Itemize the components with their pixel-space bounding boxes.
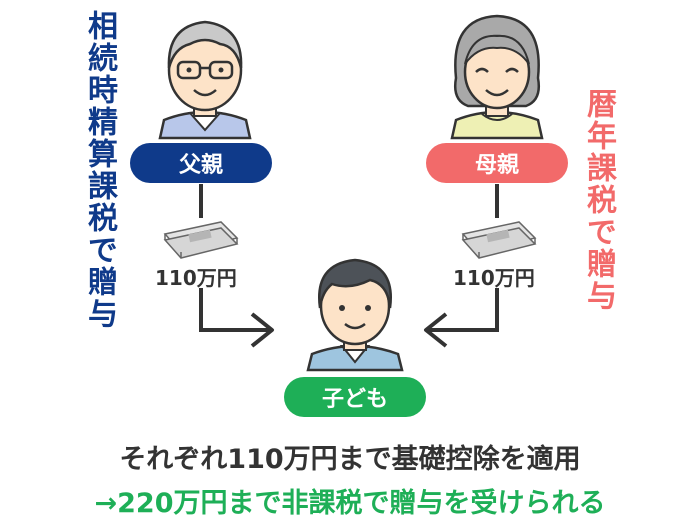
father-illustration — [158, 20, 252, 140]
right-method-text: 暦年課税で贈与 — [581, 88, 616, 312]
child-label-pill: 子ども — [284, 377, 426, 417]
right-amount-label: 110万円 — [453, 266, 535, 290]
father-label-pill: 父親 — [130, 143, 272, 183]
caption-line-2: →220万円まで非課税で贈与を受けられる — [94, 488, 606, 519]
left-amount-label: 110万円 — [155, 266, 237, 290]
mother-illustration — [450, 14, 544, 140]
right-money-stack-icon — [461, 221, 537, 259]
left-method-text: 相続時精算課税で贈与 — [82, 10, 117, 330]
left-money-stack-icon — [163, 221, 239, 259]
child-illustration — [306, 258, 404, 372]
mother-label-pill: 母親 — [426, 143, 568, 183]
caption-line-1: それぞれ110万円まで基礎控除を適用 — [119, 444, 581, 475]
